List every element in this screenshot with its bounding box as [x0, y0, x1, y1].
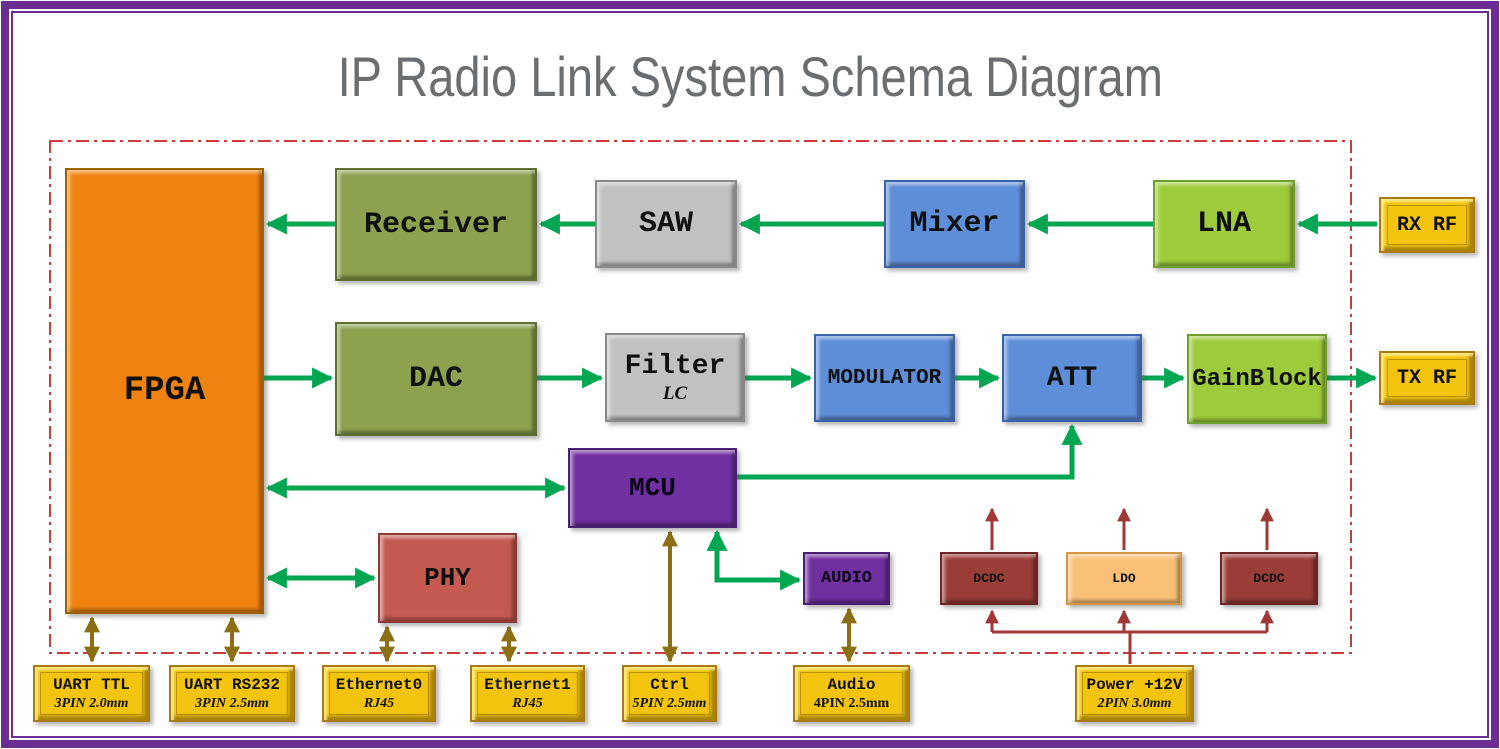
block-dcdc-1: DCDC: [940, 552, 1038, 605]
connector-uart-ttl: UART TTL 3PIN 2.0mm: [33, 665, 150, 722]
page-title: IP Radio Link System Schema Diagram: [0, 44, 1500, 109]
rf-board-boundary: [49, 140, 1352, 654]
power-arrows: [985, 507, 1274, 664]
block-dcdc-1-label: DCDC: [973, 571, 1005, 586]
block-fpga: FPGA: [65, 168, 264, 614]
connector-uart-rs232: UART RS232 3PIN 2.5mm: [169, 665, 295, 722]
connector-ethernet0-label: Ethernet0: [335, 676, 423, 694]
connector-uart-rs232-spec: 3PIN 2.5mm: [195, 696, 269, 711]
connector-ethernet1-spec: RJ45: [512, 696, 543, 711]
block-att: ATT: [1002, 334, 1142, 422]
connector-uart-ttl-spec: 3PIN 2.0mm: [54, 696, 129, 711]
block-mixer: Mixer: [884, 180, 1025, 268]
block-gainblock-label: GainBlock: [1192, 365, 1322, 393]
block-mcu: MCU: [568, 448, 737, 528]
block-att-label: ATT: [1046, 362, 1098, 394]
connector-uart-ttl-label: UART TTL: [53, 676, 130, 694]
block-dcdc-2: DCDC: [1220, 552, 1318, 605]
block-audio: AUDIO: [803, 552, 890, 605]
block-filter-label: Filter: [624, 350, 726, 382]
block-filter-sublabel: LC: [662, 382, 688, 404]
block-dac-label: DAC: [408, 362, 463, 396]
block-lna: LNA: [1153, 180, 1295, 268]
block-dcdc-2-label: DCDC: [1253, 571, 1285, 586]
port-rx-rf: RX RF: [1379, 197, 1475, 253]
block-modulator: MODULATOR: [814, 334, 955, 422]
block-saw: SAW: [595, 180, 737, 268]
block-fpga-label: FPGA: [123, 372, 206, 410]
block-audio-label: AUDIO: [820, 569, 872, 588]
connector-audio-label: Audio: [827, 676, 876, 694]
block-dac: DAC: [335, 322, 537, 436]
connector-audio: Audio 4PIN 2.5mm: [793, 665, 910, 722]
block-receiver-label: Receiver: [363, 207, 509, 242]
block-lna-label: LNA: [1196, 207, 1251, 241]
block-modulator-label: MODULATOR: [827, 366, 942, 390]
connector-ethernet1-label: Ethernet1: [484, 676, 571, 694]
control-bus-arrows: [265, 423, 1083, 591]
connector-ctrl-spec: 5PIN 2.5mm: [632, 696, 707, 711]
connector-power-12v-spec: 2PIN 3.0mm: [1097, 696, 1172, 711]
connector-power-12v: Power +12V 2PIN 3.0mm: [1075, 665, 1194, 722]
connector-ctrl-label: Ctrl: [650, 676, 689, 694]
block-mixer-label: Mixer: [909, 207, 1000, 241]
connector-uart-rs232-label: UART RS232: [183, 676, 280, 694]
io-arrows: [84, 530, 857, 663]
arrow-mcu-audio: [706, 529, 802, 591]
block-phy-label: PHY: [424, 563, 471, 593]
connector-audio-spec: 4PIN 2.5mm: [813, 696, 890, 711]
block-filter: Filter LC: [605, 333, 745, 422]
connector-ethernet0-spec: RJ45: [363, 696, 395, 711]
connector-ethernet1: Ethernet1 RJ45: [470, 665, 585, 722]
block-receiver: Receiver: [335, 168, 537, 281]
connector-ethernet0: Ethernet0 RJ45: [322, 665, 436, 722]
arrow-mcu-to-att: [737, 423, 1083, 480]
page-title-text: IP Radio Link System Schema Diagram: [337, 45, 1163, 108]
connector-ctrl: Ctrl 5PIN 2.5mm: [622, 665, 717, 722]
port-tx-rf-label: TX RF: [1396, 366, 1457, 390]
port-rx-rf-label: RX RF: [1396, 213, 1457, 237]
block-ldo-label: LDO: [1112, 571, 1136, 586]
connector-power-12v-label: Power +12V: [1086, 676, 1183, 694]
block-mcu-label: MCU: [629, 473, 676, 503]
block-ldo: LDO: [1066, 552, 1182, 605]
block-saw-label: SAW: [638, 207, 693, 241]
port-tx-rf: TX RF: [1379, 351, 1475, 405]
block-gainblock: GainBlock: [1187, 334, 1327, 424]
block-phy: PHY: [378, 533, 517, 623]
